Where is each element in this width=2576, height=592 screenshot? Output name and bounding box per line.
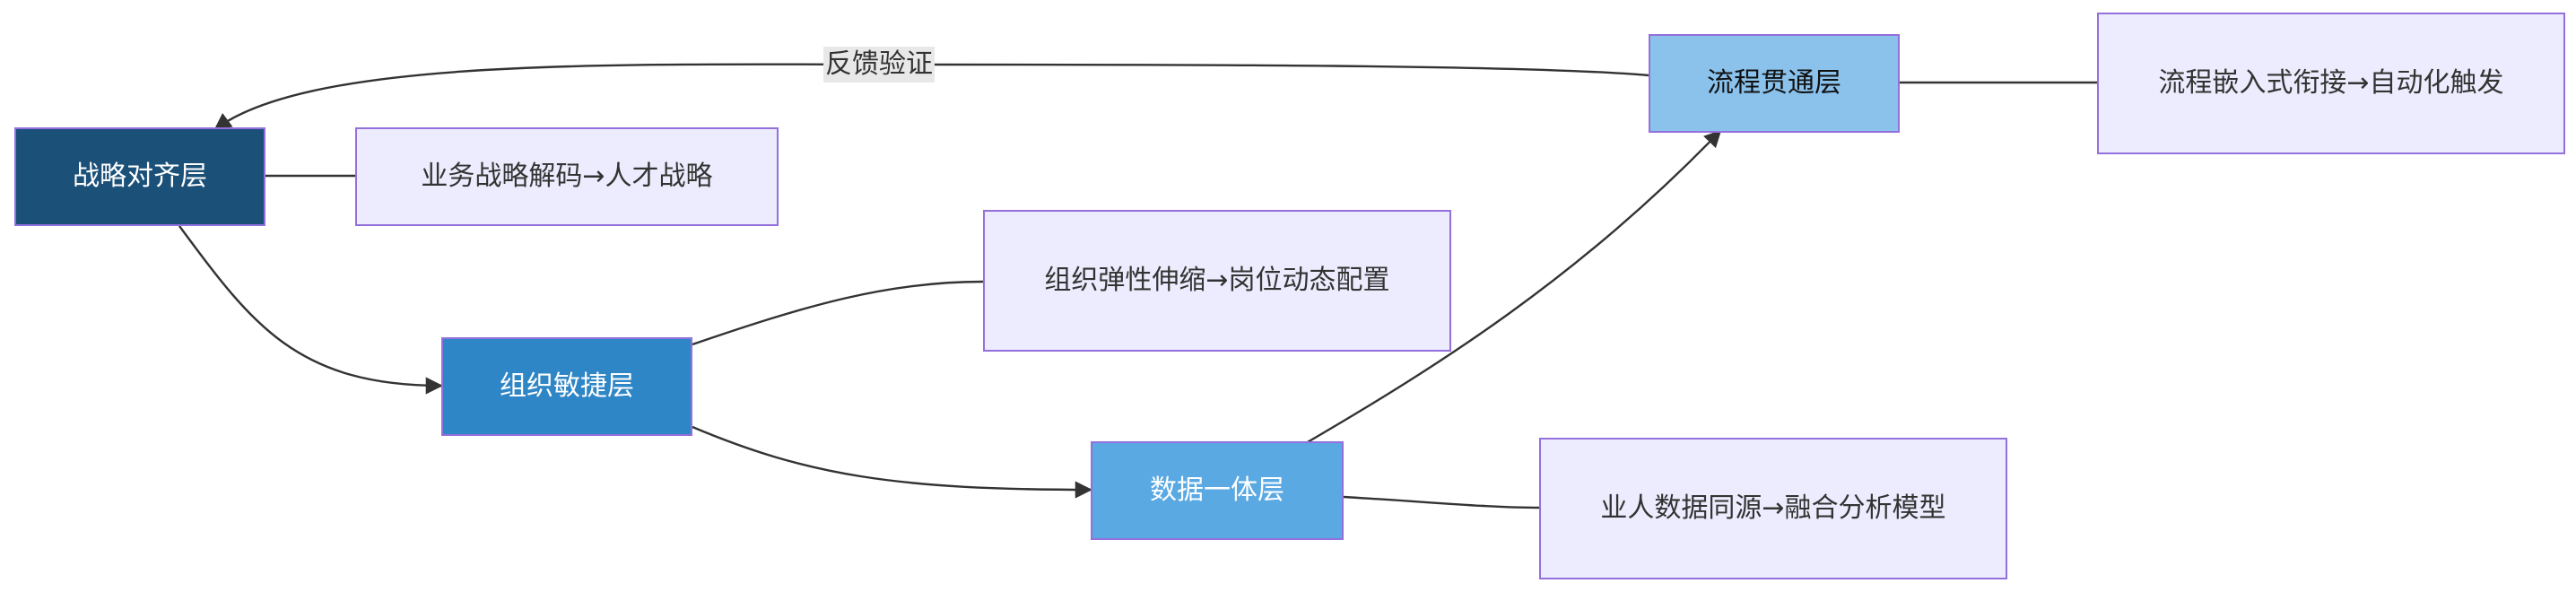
edge-org-to-desc — [692, 280, 984, 346]
edge-data-to-process — [1305, 129, 1722, 445]
edge-strategy-to-org — [178, 225, 443, 395]
node-data-description: 业人数据同源→融合分析模型 — [1539, 438, 2007, 579]
node-strategy-description: 业务战略解码→人才战略 — [355, 127, 779, 226]
edge-label-feedback: 反馈验证 — [823, 47, 935, 83]
node-process-connectivity-layer: 流程贯通层 — [1649, 34, 1900, 133]
node-process-description: 流程嵌入式衔接→自动化触发 — [2097, 13, 2565, 154]
node-organization-agility-layer: 组织敏捷层 — [441, 337, 692, 436]
node-data-integration-layer: 数据一体层 — [1091, 441, 1344, 540]
edge-feedback-process-to-strategy — [213, 63, 1649, 131]
node-strategy-alignment-layer: 战略对齐层 — [14, 127, 265, 226]
edge-org-to-data — [692, 425, 1092, 499]
node-organization-description: 组织弹性伸缩→岗位动态配置 — [983, 210, 1451, 352]
edge-data-to-desc — [1343, 495, 1540, 509]
